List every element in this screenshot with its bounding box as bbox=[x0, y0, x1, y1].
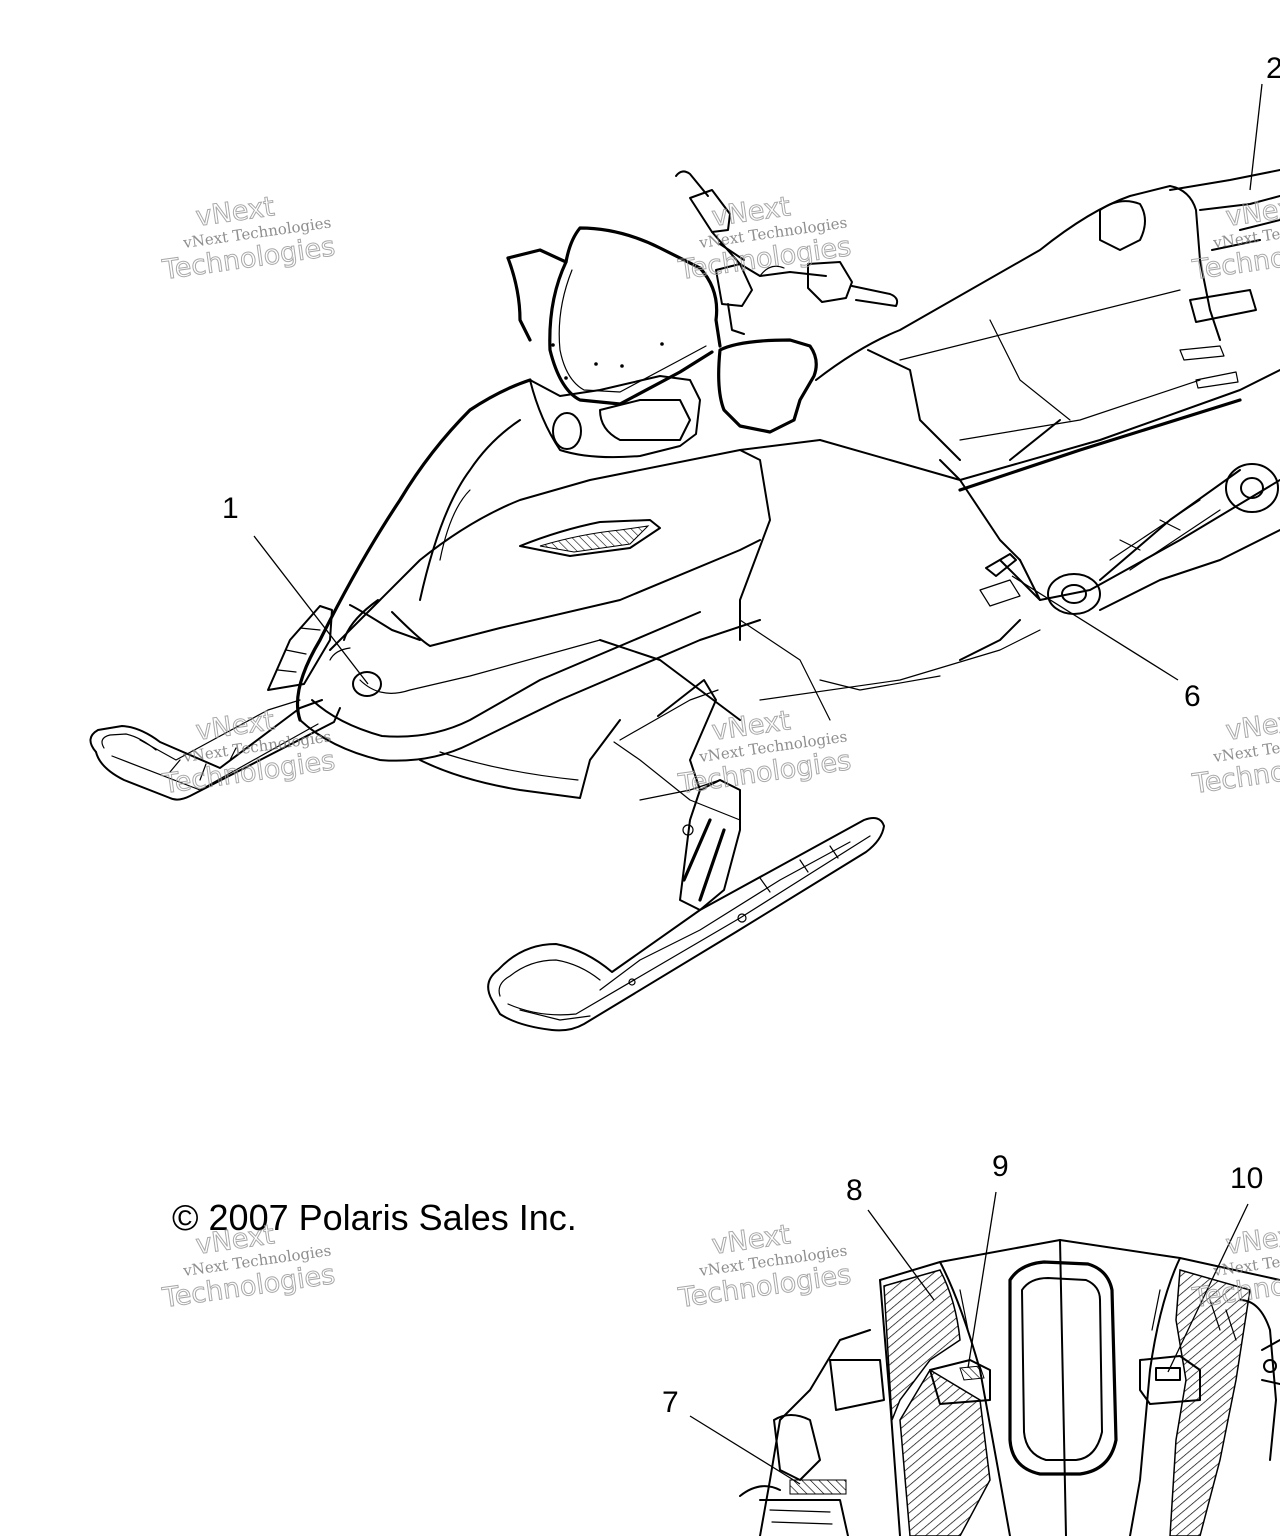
callout-9: 9 bbox=[992, 1150, 1009, 1183]
leader-8 bbox=[867, 1209, 935, 1301]
watermark-4: vNext vNext Technologies Technologies bbox=[675, 705, 853, 801]
leader-2 bbox=[1249, 83, 1263, 191]
watermark-2: vNext vNext Technologies Technologies bbox=[675, 191, 853, 287]
copyright-notice: © 2007 Polaris Sales Inc. bbox=[172, 1197, 577, 1238]
callout-10: 10 bbox=[1230, 1162, 1263, 1195]
seat-tunnel bbox=[759, 169, 1280, 701]
watermark-1: vNext vNext Technologies Technologies bbox=[159, 191, 337, 287]
leader-7 bbox=[689, 1415, 801, 1485]
windshield bbox=[506, 226, 818, 459]
watermarks: vNext vNext Technologies Technologies vN… bbox=[159, 191, 1280, 1315]
watermark-5: vNext vNext Technologies Technologies bbox=[1189, 705, 1280, 801]
callout-8: 8 bbox=[846, 1174, 863, 1207]
rear-view-drawing bbox=[739, 1239, 1280, 1536]
callout-6: 6 bbox=[1184, 680, 1201, 713]
callouts: 1 2 6 7 8 9 10 bbox=[222, 52, 1280, 1419]
callout-2: 2 bbox=[1266, 52, 1280, 85]
watermark-3: vNext vNext Technologies Technologies bbox=[159, 705, 337, 801]
right-ski bbox=[487, 679, 885, 1032]
leader-10 bbox=[1167, 1203, 1249, 1373]
handlebars bbox=[675, 170, 899, 335]
hood-body bbox=[295, 378, 831, 799]
leader-9 bbox=[967, 1191, 997, 1369]
leader-6 bbox=[1011, 575, 1179, 681]
leader-1 bbox=[253, 535, 369, 685]
callout-7: 7 bbox=[662, 1386, 679, 1419]
watermark-8: vNext vNext Technologies Technologies bbox=[675, 1219, 853, 1315]
snowmobile-drawing bbox=[89, 169, 1280, 1032]
callout-1: 1 bbox=[222, 492, 239, 525]
leader-lines bbox=[253, 83, 1263, 1485]
left-ski bbox=[89, 605, 341, 801]
